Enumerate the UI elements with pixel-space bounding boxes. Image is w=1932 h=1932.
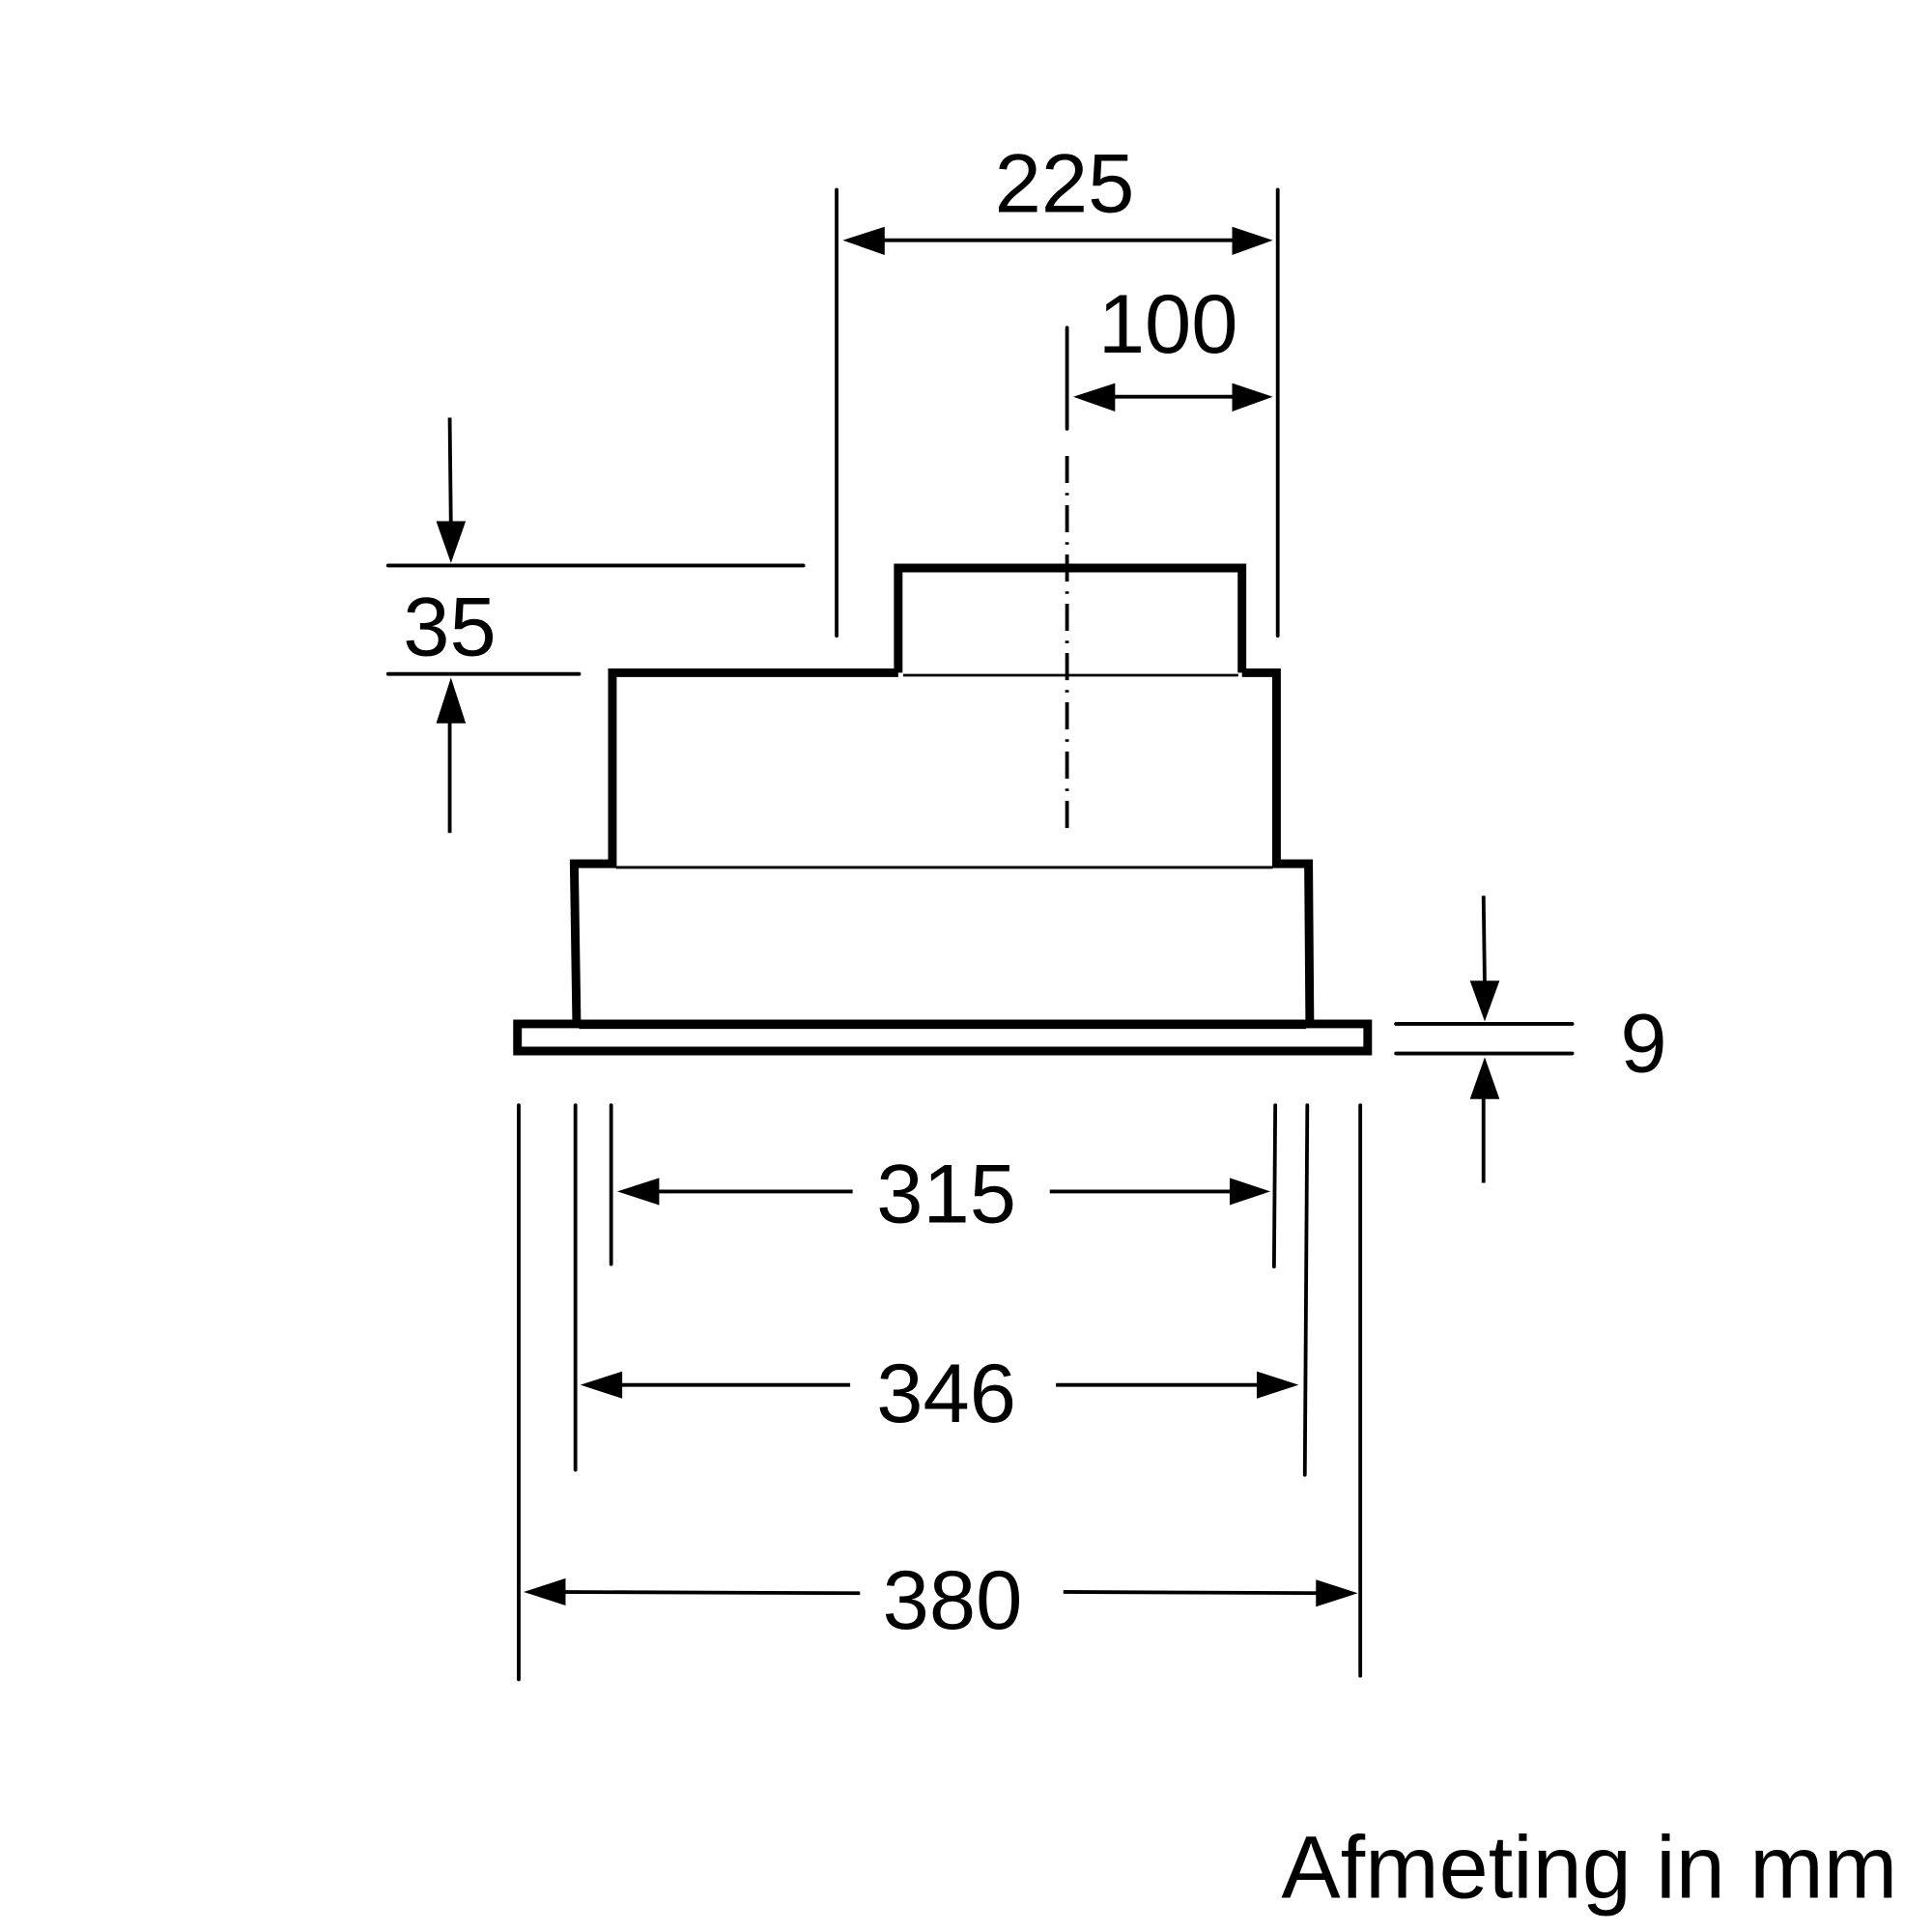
arrow-down-icon — [1469, 980, 1500, 1022]
extension-line-315-right — [1271, 1103, 1278, 1269]
upper-body-outline — [569, 668, 898, 1025]
arrow-left-icon — [524, 1577, 566, 1605]
arrow-right-icon — [1232, 383, 1273, 412]
upper-body-outline-right — [1241, 668, 1315, 1024]
arrow-left-icon — [1072, 383, 1116, 412]
dimension-line-right — [1063, 1590, 1335, 1596]
dimension-315: 315 — [617, 1147, 1271, 1240]
dimension-label-380: 380 — [883, 1553, 1023, 1647]
arrow-right-icon — [1232, 226, 1273, 256]
arrow-left-icon — [842, 226, 885, 256]
dimension-line-left — [548, 1590, 861, 1596]
dimension-label-315: 315 — [876, 1147, 1016, 1240]
dimension-label-346: 346 — [876, 1347, 1016, 1440]
appliance-outline — [513, 455, 1373, 1056]
arrow-right-icon — [1316, 1579, 1358, 1607]
outlet-outline — [894, 563, 1247, 673]
flange-outline — [513, 1019, 1373, 1056]
dimension-100: 100 — [1065, 277, 1273, 431]
dimension-380: 380 — [524, 1553, 1358, 1647]
dimension-346: 346 — [580, 1347, 1299, 1440]
arrow-right-icon — [1229, 1178, 1271, 1206]
dimension-9: 9 — [1394, 895, 1667, 1183]
bottom-extension-lines — [517, 1103, 1363, 1682]
dimension-label-9: 9 — [1620, 997, 1666, 1091]
dimension-label-35: 35 — [403, 581, 496, 674]
dimension-label-225: 225 — [995, 136, 1135, 230]
dimension-label-100: 100 — [1098, 277, 1238, 371]
arrow-shaft-top — [1481, 895, 1487, 986]
arrow-up-icon — [436, 677, 467, 724]
extension-line-346-right — [1302, 1103, 1310, 1477]
arrow-right-icon — [1257, 1371, 1299, 1399]
units-caption: Afmeting in mm — [1281, 1818, 1897, 1917]
arrow-down-icon — [436, 521, 467, 563]
dimension-35: 35 — [385, 417, 806, 834]
arrow-left-icon — [580, 1371, 623, 1399]
arrow-shaft-top — [447, 417, 453, 530]
arrow-up-icon — [1469, 1057, 1500, 1099]
dimension-225: 225 — [835, 136, 1280, 639]
arrow-left-icon — [617, 1178, 660, 1206]
